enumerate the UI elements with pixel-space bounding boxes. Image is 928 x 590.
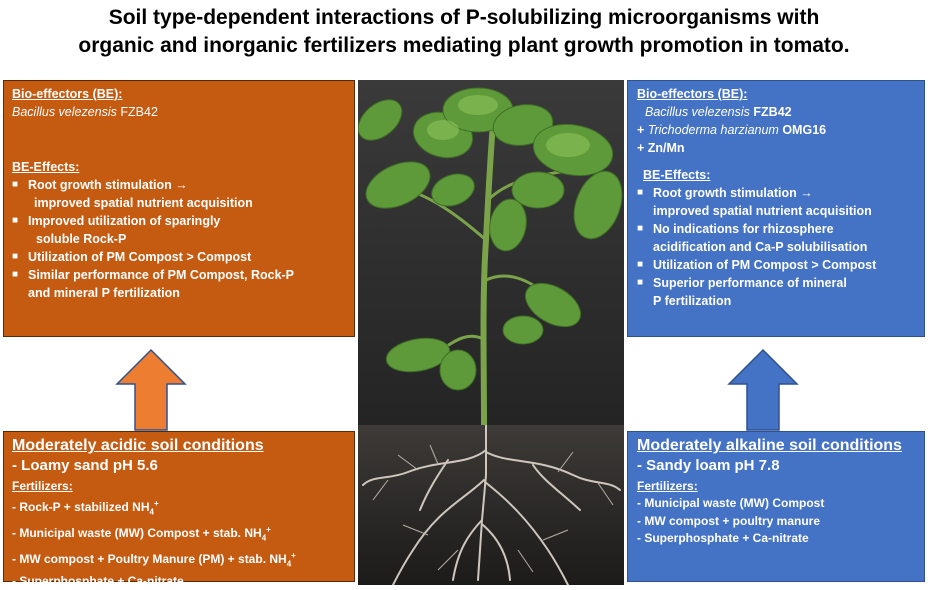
effect-item: ■Utilization of PM Compost > Compost	[637, 258, 877, 272]
bullet-icon: ■	[637, 223, 644, 234]
fertilizer-item: - MW compost + poultry manure	[637, 513, 821, 528]
effect-item-continued: soluble Rock-P	[36, 232, 127, 246]
alkaline-be-effects-box: Bio-effectors (BE): Bacillus velezensis …	[627, 80, 925, 337]
effect-item: ■Superior performance of mineral	[637, 276, 847, 290]
fertilizer-item: - MW compost + Poultry Manure (PM) + sta…	[12, 550, 296, 569]
effect-item: ■Improved utilization of sparingly	[12, 214, 221, 228]
up-arrow-icon	[727, 348, 799, 431]
effect-item-continued: improved spatial nutrient acquisition	[653, 204, 872, 218]
bullet-icon: ■	[12, 215, 19, 226]
effect-item: ■Utilization of PM Compost > Compost	[12, 250, 252, 264]
fertilizer-item: - Superphosphate + Ca-nitrate	[12, 573, 184, 588]
effect-item-continued: acidification and Ca-P solubilisation	[653, 240, 868, 254]
acidic-be-effects-box: Bio-effectors (BE): Bacillus velezensis …	[3, 80, 355, 337]
be-header: Bio-effectors (BE):	[12, 87, 123, 101]
diagram-title: Soil type-dependent interactions of P-so…	[0, 4, 928, 60]
bullet-icon: ■	[637, 277, 644, 288]
be-supplement: + Zn/Mn	[637, 141, 685, 155]
be-organism: Bacillus velezensis FZB42	[637, 103, 915, 121]
fertilizer-item: - Superphosphate + Ca-nitrate	[637, 531, 809, 545]
fertilizer-item: - Rock-P + stabilized NH4+	[12, 499, 159, 517]
effects-header: BE-Effects:	[12, 160, 80, 174]
bullet-icon: ■	[637, 187, 644, 198]
effect-item: ■Similar performance of PM Compost, Rock…	[12, 268, 295, 282]
bullet-icon: ■	[12, 269, 19, 280]
be-prefix: +	[637, 123, 648, 137]
be-strain: FZB42	[116, 105, 158, 119]
effects-header: BE-Effects:	[643, 168, 711, 182]
effect-item-continued: and mineral P fertilization	[28, 286, 180, 300]
up-arrow-icon	[115, 348, 187, 431]
acidic-soil-box: Moderately acidic soil conditions - Loam…	[3, 431, 355, 588]
effect-item: ■No indications for rhizosphere	[637, 222, 834, 236]
be-strain: OMG16	[778, 123, 827, 137]
fertilizers-header: Fertilizers:	[12, 479, 73, 493]
be-species: Bacillus velezensis	[645, 105, 750, 119]
be-species: Bacillus velezensis	[12, 105, 117, 119]
title-line-2: organic and inorganic fertilizers mediat…	[78, 34, 850, 57]
alkaline-soil-box: Moderately alkaline soil conditions - Sa…	[627, 431, 925, 582]
bullet-icon: ■	[12, 179, 19, 190]
bullet-icon: ■	[12, 251, 19, 262]
be-species: Trichoderma harzianum	[647, 123, 779, 137]
be-strain: FZB42	[749, 105, 792, 119]
condition-heading: Moderately acidic soil conditions	[12, 437, 264, 454]
effect-item-continued: improved spatial nutrient acquisition	[34, 196, 253, 210]
tomato-plant-photo	[358, 80, 624, 585]
soil-type: - Sandy loam pH 7.8	[637, 457, 780, 474]
effect-item: ■Root growth stimulation →	[637, 186, 813, 200]
soil-type: - Loamy sand pH 5.6	[12, 457, 158, 474]
fertilizers-header: Fertilizers:	[637, 479, 698, 493]
title-line-1: Soil type-dependent interactions of P-so…	[108, 6, 820, 29]
be-header: Bio-effectors (BE):	[637, 87, 748, 101]
bullet-icon: ■	[637, 259, 644, 270]
condition-heading: Moderately alkaline soil conditions	[637, 437, 902, 454]
fertilizer-item: - Municipal waste (MW) Compost + stab. N…	[12, 524, 271, 543]
be-organism: + Trichoderma harzianum OMG16	[637, 121, 915, 139]
effect-item-continued: P fertilization	[653, 294, 732, 308]
be-organism: Bacillus velezensis FZB42	[12, 103, 346, 121]
fertilizer-item: - Municipal waste (MW) Compost	[637, 496, 825, 510]
effect-item: ■Root growth stimulation →	[12, 178, 188, 192]
